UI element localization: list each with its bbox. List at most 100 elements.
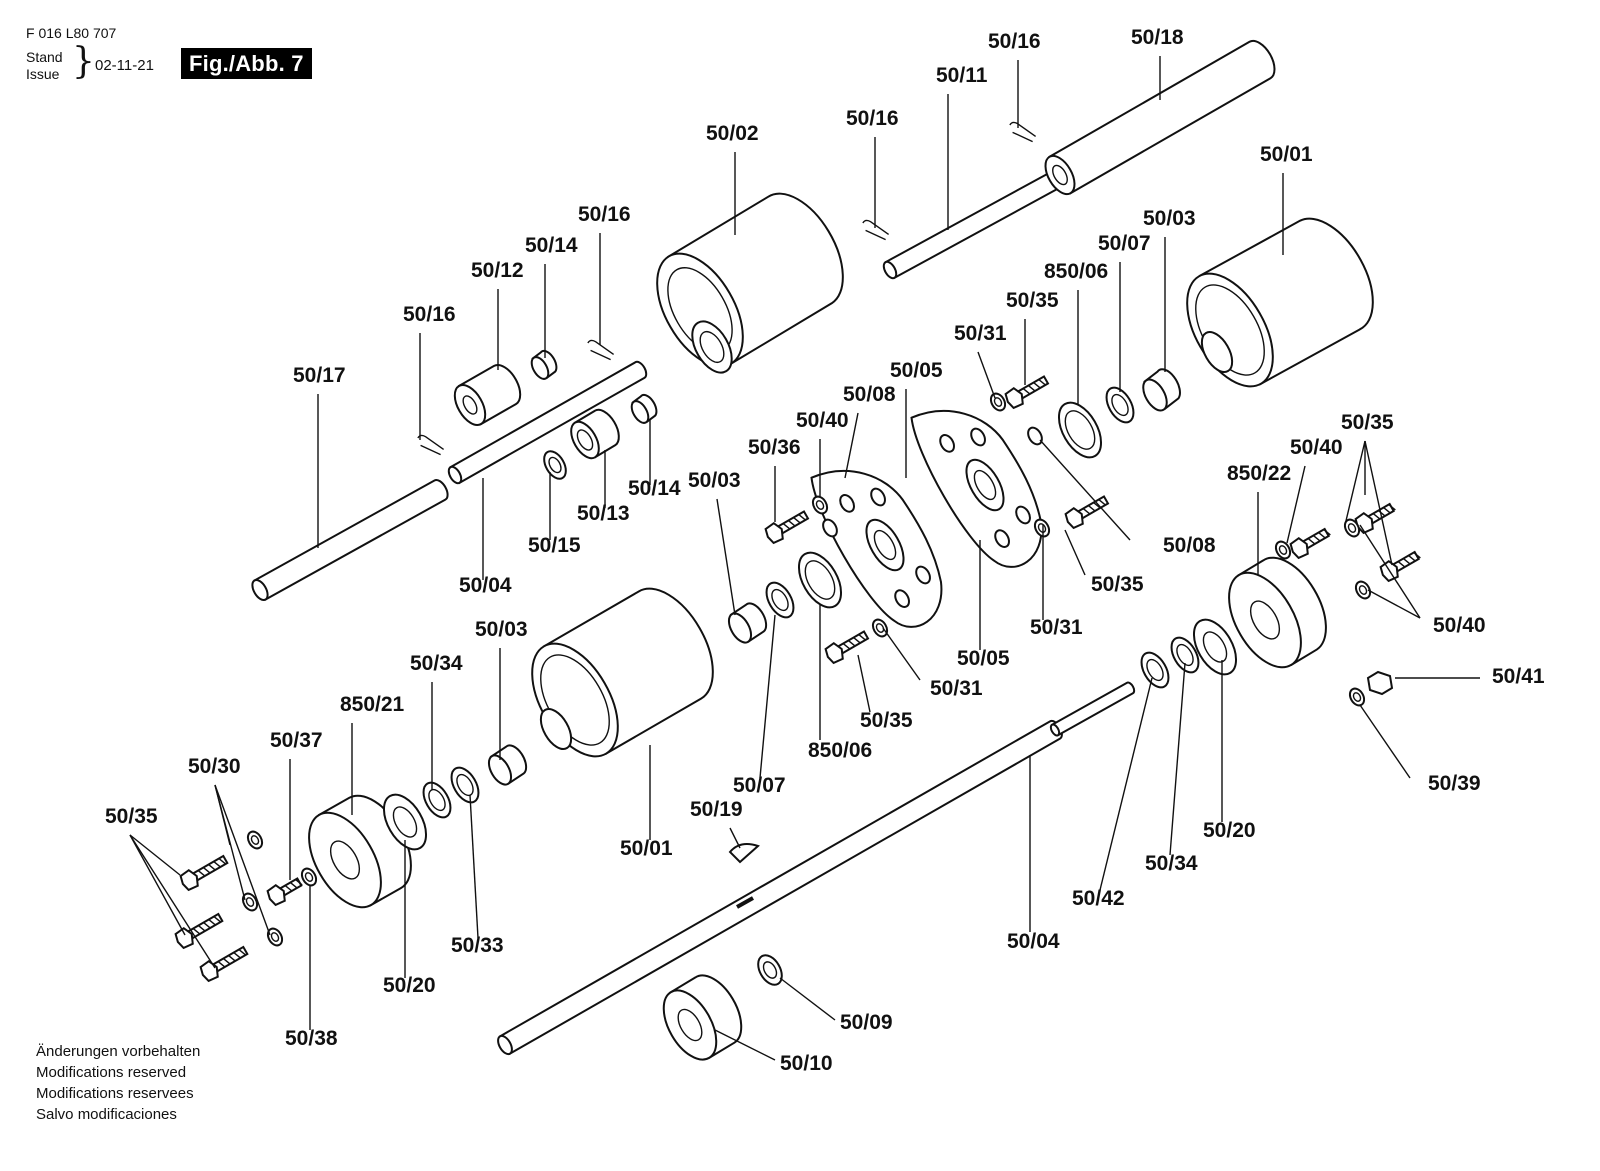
callout-label: 50/42 <box>1072 887 1125 910</box>
note-line: Salvo modificaciones <box>36 1106 177 1123</box>
callout-labels: 50/16 50/18 50/11 50/02 50/16 50/01 50/16 50/03… <box>105 26 1545 1075</box>
callout-label: 50/08 <box>843 383 896 406</box>
bolt <box>1289 527 1331 560</box>
callout-label: 50/39 <box>1428 772 1481 795</box>
callout-label: 50/04 <box>1007 930 1060 953</box>
issue-date: 02-11-21 <box>95 57 154 74</box>
bush-50-03 <box>727 602 768 644</box>
bush-50-03c <box>1142 368 1181 412</box>
callout-label: 50/40 <box>1433 614 1486 637</box>
tool-50-18 <box>1044 39 1276 196</box>
note-line: Änderungen vorbehalten <box>36 1043 201 1060</box>
bolt <box>1064 495 1110 530</box>
split-pin-50-16 <box>417 434 445 456</box>
leader-line <box>214 784 246 901</box>
leader-line <box>977 351 996 399</box>
bush-50-03b <box>487 744 528 786</box>
gear-50-12 <box>453 364 522 426</box>
leader-line <box>469 794 479 939</box>
washer <box>266 927 284 947</box>
callout-label: 50/08 <box>1163 534 1216 557</box>
callout-label: 50/01 <box>620 837 673 860</box>
callout-label: 850/06 <box>808 739 872 762</box>
callout-label: 50/17 <box>293 364 346 387</box>
callout-label: 50/04 <box>459 574 512 597</box>
callout-label: 50/01 <box>1260 143 1313 166</box>
callout-label: 850/06 <box>1044 260 1108 283</box>
shaft-50-17 <box>251 479 449 601</box>
leader-line <box>714 1029 776 1061</box>
bearing-50-20 <box>382 793 428 851</box>
callout-label: 50/38 <box>285 1027 338 1050</box>
callout-label: 50/20 <box>1203 819 1256 842</box>
bolt <box>1004 375 1050 410</box>
callout-label: 50/18 <box>1131 26 1184 49</box>
washer <box>1343 518 1361 538</box>
callout-label: 50/33 <box>451 934 504 957</box>
callout-label: 850/22 <box>1227 462 1291 485</box>
callout-label: 50/03 <box>688 469 741 492</box>
leader-line <box>214 784 271 936</box>
callout-label: 50/12 <box>471 259 524 282</box>
note-line: Modifications reservees <box>36 1085 194 1102</box>
callout-label: 50/40 <box>796 409 849 432</box>
figure-badge: Fig./Abb. 7 <box>181 48 312 79</box>
callout-label: 50/34 <box>410 652 463 675</box>
bolt <box>824 630 870 665</box>
leader-line <box>1359 524 1421 619</box>
callout-label: 50/35 <box>1006 289 1059 312</box>
shaft-50-04-upper <box>447 360 648 485</box>
leader-line <box>716 498 736 616</box>
issue-label: Issue <box>26 66 60 82</box>
bearing-50-20b <box>1192 618 1238 676</box>
gear-50-10 <box>662 974 743 1061</box>
leader-line <box>1064 529 1086 576</box>
leader-line <box>857 654 871 713</box>
callout-label: 50/05 <box>890 359 943 382</box>
split-pin-50-16 <box>1009 121 1037 143</box>
callout-label: 50/05 <box>957 647 1010 670</box>
washer <box>241 892 259 912</box>
ring-50-42 <box>1140 651 1170 689</box>
leader-line <box>1099 677 1153 891</box>
callout-label: 50/16 <box>578 203 631 226</box>
leader-line <box>1364 440 1393 566</box>
washer-50-15 <box>543 450 567 480</box>
shaft-50-04-lower <box>497 719 1063 1056</box>
callout-label: 50/19 <box>690 798 743 821</box>
washer <box>1348 687 1366 707</box>
flange-50-05-upper <box>910 410 1043 568</box>
leader-line <box>129 834 186 936</box>
bolt <box>764 510 810 545</box>
callout-label: 850/21 <box>340 693 405 716</box>
callout-label: 50/31 <box>930 677 983 700</box>
callout-label: 50/15 <box>528 534 581 557</box>
callout-label: 50/35 <box>105 805 158 828</box>
leader-line <box>759 614 776 779</box>
leader-line <box>729 827 741 849</box>
modification-notes: Änderungen vorbehalten Modifications res… <box>36 1041 200 1125</box>
bolt <box>1354 502 1396 535</box>
callout-label: 50/13 <box>577 502 630 525</box>
leader-line <box>1344 440 1366 526</box>
leader-line <box>882 627 921 681</box>
washer <box>1033 518 1051 538</box>
leader-line <box>129 834 181 876</box>
callout-label: 50/11 <box>936 64 988 87</box>
ring-50-07b <box>1105 386 1135 424</box>
pin-50-08b <box>1027 426 1043 446</box>
callout-label: 50/14 <box>628 477 681 500</box>
pin-50-08 <box>822 518 838 538</box>
leader-line <box>1286 465 1306 544</box>
bore <box>691 320 733 374</box>
callout-label: 50/16 <box>988 30 1041 53</box>
roller-50-02 <box>656 192 844 368</box>
bush-50-14 <box>530 349 558 380</box>
callout-label: 50/36 <box>748 436 801 459</box>
ring-850-06b <box>1057 401 1103 459</box>
callout-label: 50/03 <box>475 618 528 641</box>
bolt <box>179 854 229 892</box>
callout-label: 50/02 <box>706 122 759 145</box>
callout-label: 50/16 <box>403 303 456 326</box>
leader-line <box>844 412 859 479</box>
